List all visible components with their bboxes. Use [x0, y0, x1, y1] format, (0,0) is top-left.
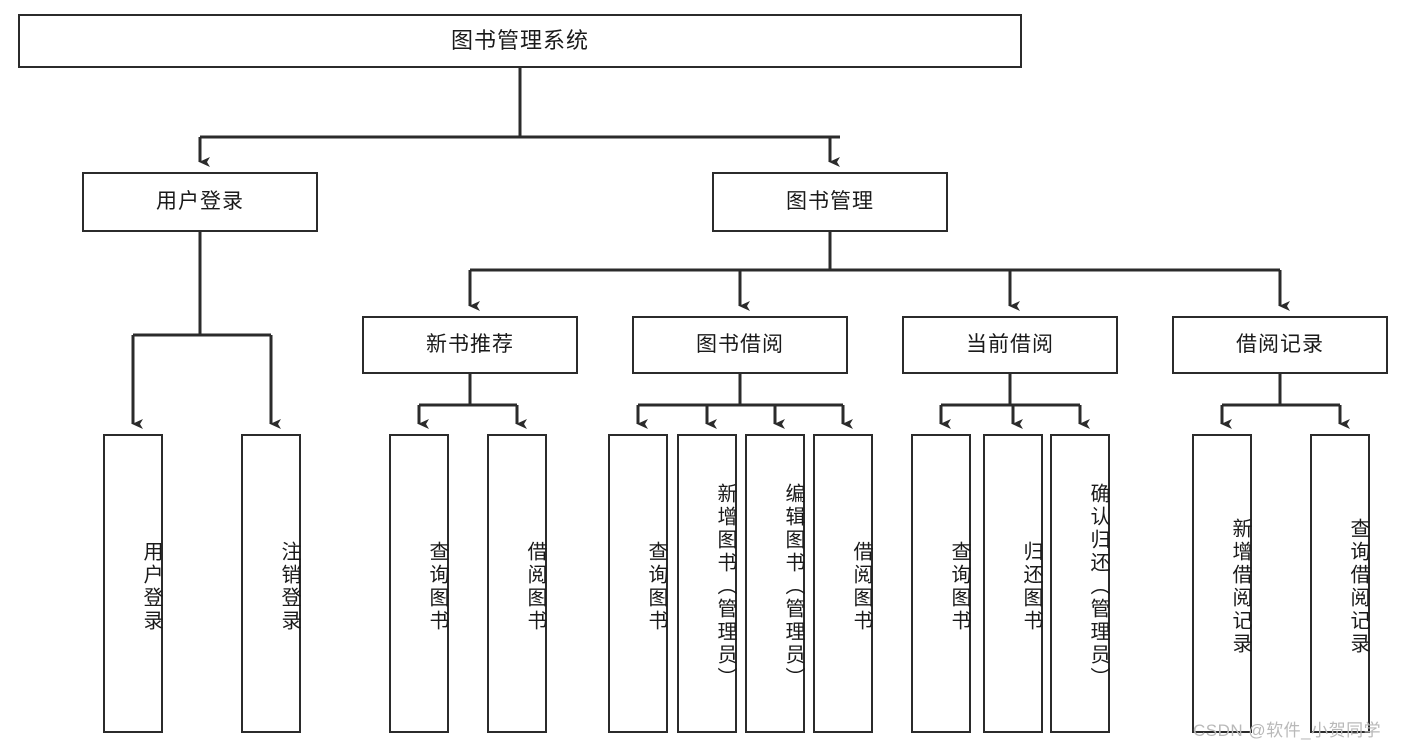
leaf-user-login[interactable]: 用户登录 — [103, 434, 163, 733]
leaf-borrow-book[interactable]: 借阅图书 — [813, 434, 873, 733]
leaf-add-borrow-record[interactable]: 新增借阅记录 — [1192, 434, 1252, 733]
leaf-borrow-book-recommend[interactable]: 借阅图书 — [487, 434, 547, 733]
leaf-edit-book-admin[interactable]: 编辑图书（管理员） — [745, 434, 805, 733]
node-book-management[interactable]: 图书管理 — [712, 172, 948, 232]
leaf-confirm-return-admin[interactable]: 确认归还（管理员） — [1050, 434, 1110, 733]
node-borrow-record[interactable]: 借阅记录 — [1172, 316, 1388, 374]
leaf-query-book-borrow[interactable]: 查询图书 — [608, 434, 668, 733]
node-new-book-recommend[interactable]: 新书推荐 — [362, 316, 578, 374]
node-user-login[interactable]: 用户登录 — [82, 172, 318, 232]
leaf-logout[interactable]: 注销登录 — [241, 434, 301, 733]
csdn-watermark: CSDN @软件_小贺同学 — [1193, 721, 1382, 740]
leaf-query-book-recommend[interactable]: 查询图书 — [389, 434, 449, 733]
node-current-borrow[interactable]: 当前借阅 — [902, 316, 1118, 374]
leaf-query-book-current[interactable]: 查询图书 — [911, 434, 971, 733]
node-book-borrow[interactable]: 图书借阅 — [632, 316, 848, 374]
leaf-add-book-admin[interactable]: 新增图书（管理员） — [677, 434, 737, 733]
leaf-return-book[interactable]: 归还图书 — [983, 434, 1043, 733]
leaf-query-borrow-record[interactable]: 查询借阅记录 — [1310, 434, 1370, 733]
node-root-system[interactable]: 图书管理系统 — [18, 14, 1022, 68]
